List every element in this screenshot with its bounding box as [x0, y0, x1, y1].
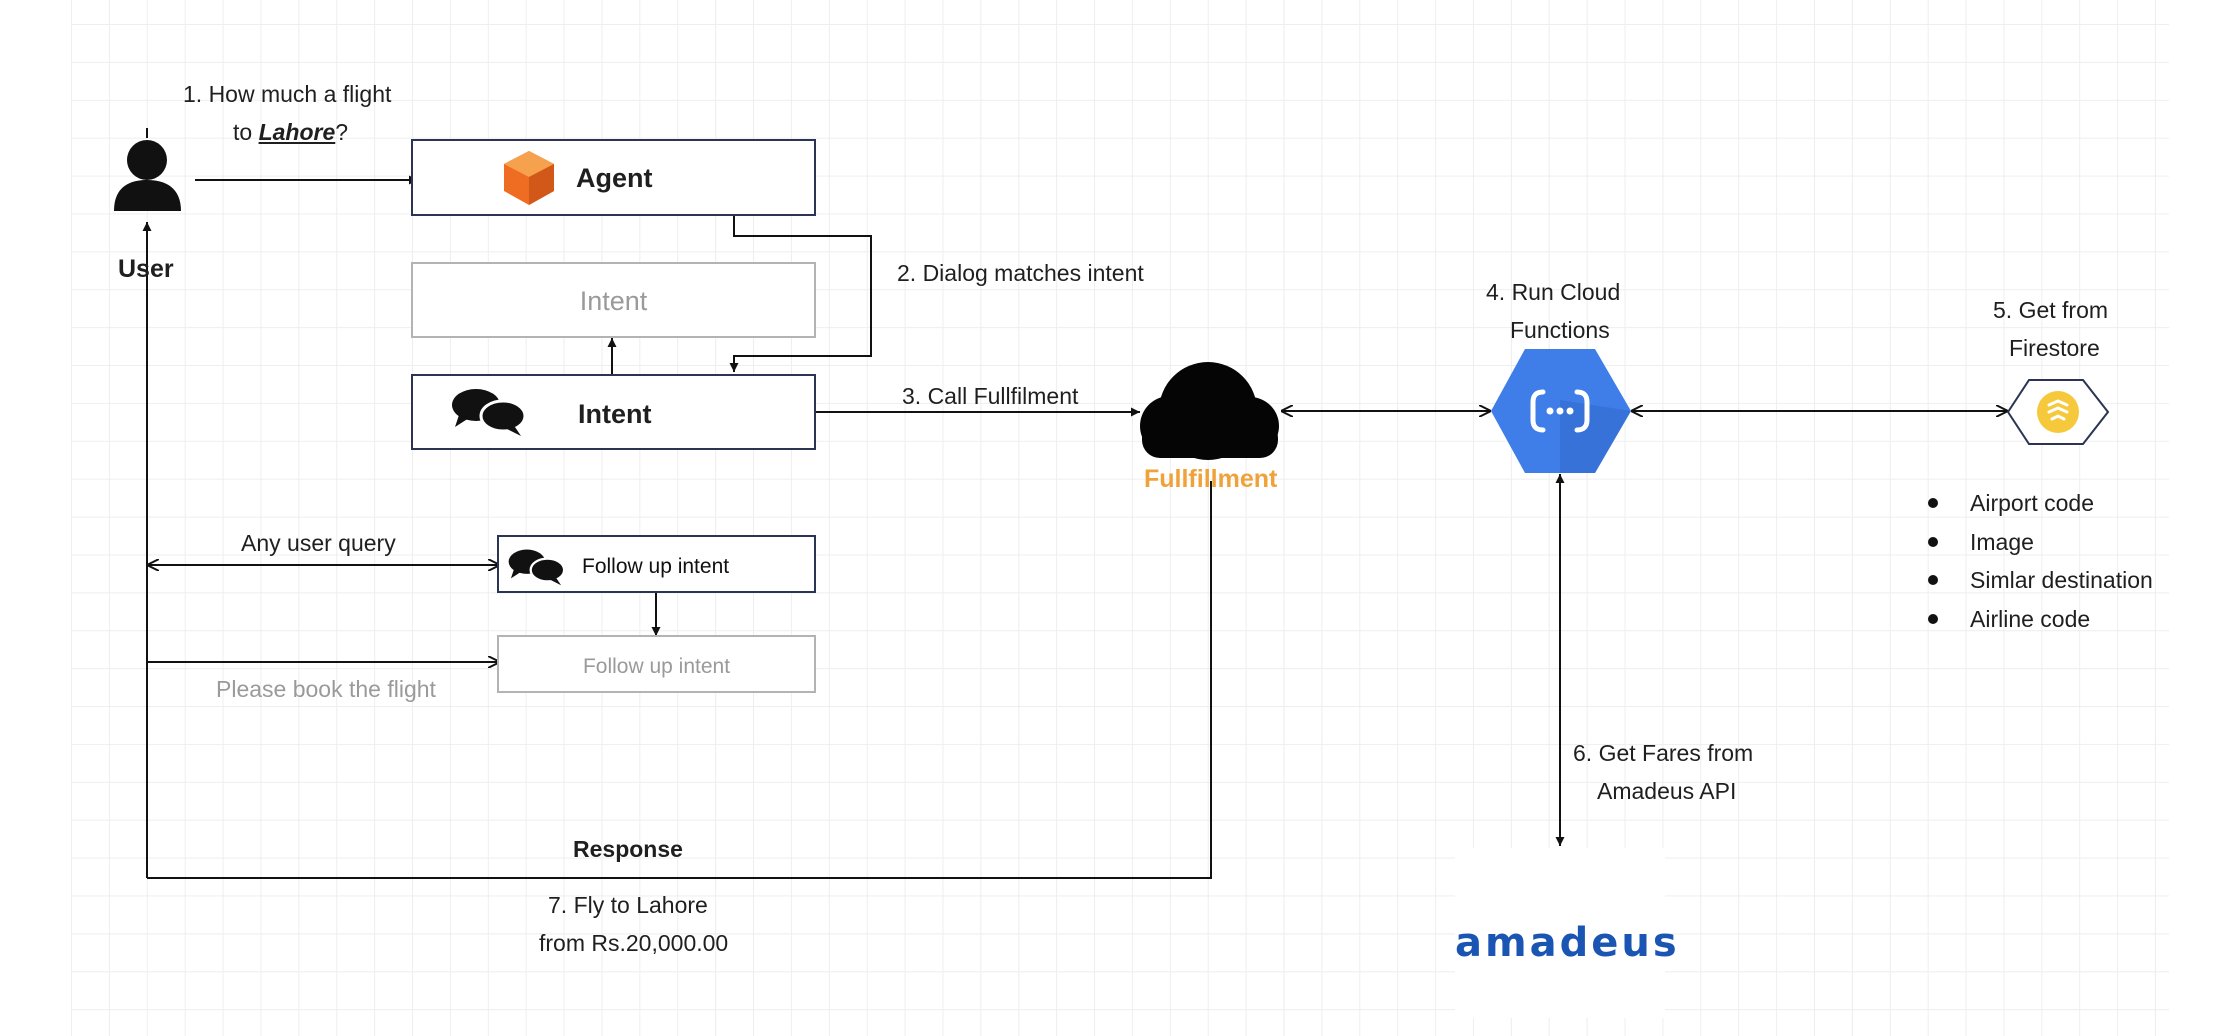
- step-3-label: 3. Call Fullfilment: [902, 383, 1079, 409]
- follow-up-intent-inactive-box[interactable]: Follow up intent: [497, 635, 816, 693]
- follow-up-intent-label: Follow up intent: [582, 555, 730, 578]
- intent-active-label: Intent: [578, 399, 652, 429]
- dialogflow-icon: [504, 151, 554, 205]
- intent-active-box[interactable]: Intent: [411, 374, 816, 450]
- chat-bubbles-icon: [508, 549, 565, 586]
- step-7-line-1: 7. Fly to Lahore: [548, 892, 708, 918]
- list-item: Airport code: [1928, 484, 2153, 523]
- step-6-line-1: 6. Get Fares from: [1573, 740, 1754, 766]
- amadeus-logo: amadeus: [1455, 848, 1677, 1018]
- any-user-query-label: Any user query: [241, 530, 396, 556]
- step-6-line-2: Amadeus API: [1597, 778, 1737, 804]
- step-2-label: 2. Dialog matches intent: [897, 260, 1144, 286]
- step-5-line-1: 5. Get from: [1993, 297, 2109, 323]
- firestore-items-list: Airport code Image Simlar destination Ai…: [1928, 484, 2153, 638]
- response-label: Response: [573, 836, 683, 862]
- step-7-line-2: from Rs.20,000.00: [539, 930, 729, 956]
- please-book-label: Please book the flight: [216, 676, 436, 702]
- fulfillment-label: Fullfillment: [1144, 465, 1278, 493]
- list-item: Simlar destination: [1928, 561, 2153, 600]
- follow-up-intent-box[interactable]: Follow up intent: [497, 535, 816, 593]
- user-label: User: [118, 255, 174, 283]
- step-1-line-2: to Lahore?: [233, 114, 348, 151]
- edge-agent-to-intent: [729, 216, 872, 372]
- chat-bubbles-icon: [452, 389, 525, 436]
- cloud-functions-icon: [1491, 349, 1631, 473]
- cloud-icon: [1140, 362, 1279, 460]
- step-1-prefix: to: [233, 119, 259, 145]
- step-1-suffix: ?: [335, 119, 349, 145]
- list-item: Airline code: [1928, 600, 2153, 639]
- agent-box[interactable]: Agent: [411, 139, 816, 216]
- intent-inactive-box[interactable]: Intent: [411, 262, 816, 338]
- step-1-city: Lahore: [258, 119, 336, 145]
- step-5-line-2: Firestore: [2009, 335, 2100, 361]
- user-silhouette-icon: [114, 140, 181, 211]
- step-4-line-2: Functions: [1510, 317, 1610, 343]
- firestore-icon: [2006, 379, 2110, 445]
- step-1-line-1: 1. How much a flight: [183, 81, 392, 107]
- step-4-line-1: 4. Run Cloud: [1486, 279, 1621, 305]
- edge-response: [147, 481, 1212, 879]
- agent-label: Agent: [576, 163, 653, 193]
- list-item: Image: [1928, 523, 2153, 562]
- intent-inactive-label: Intent: [579, 286, 648, 316]
- follow-up-intent-inactive-label: Follow up intent: [582, 655, 731, 678]
